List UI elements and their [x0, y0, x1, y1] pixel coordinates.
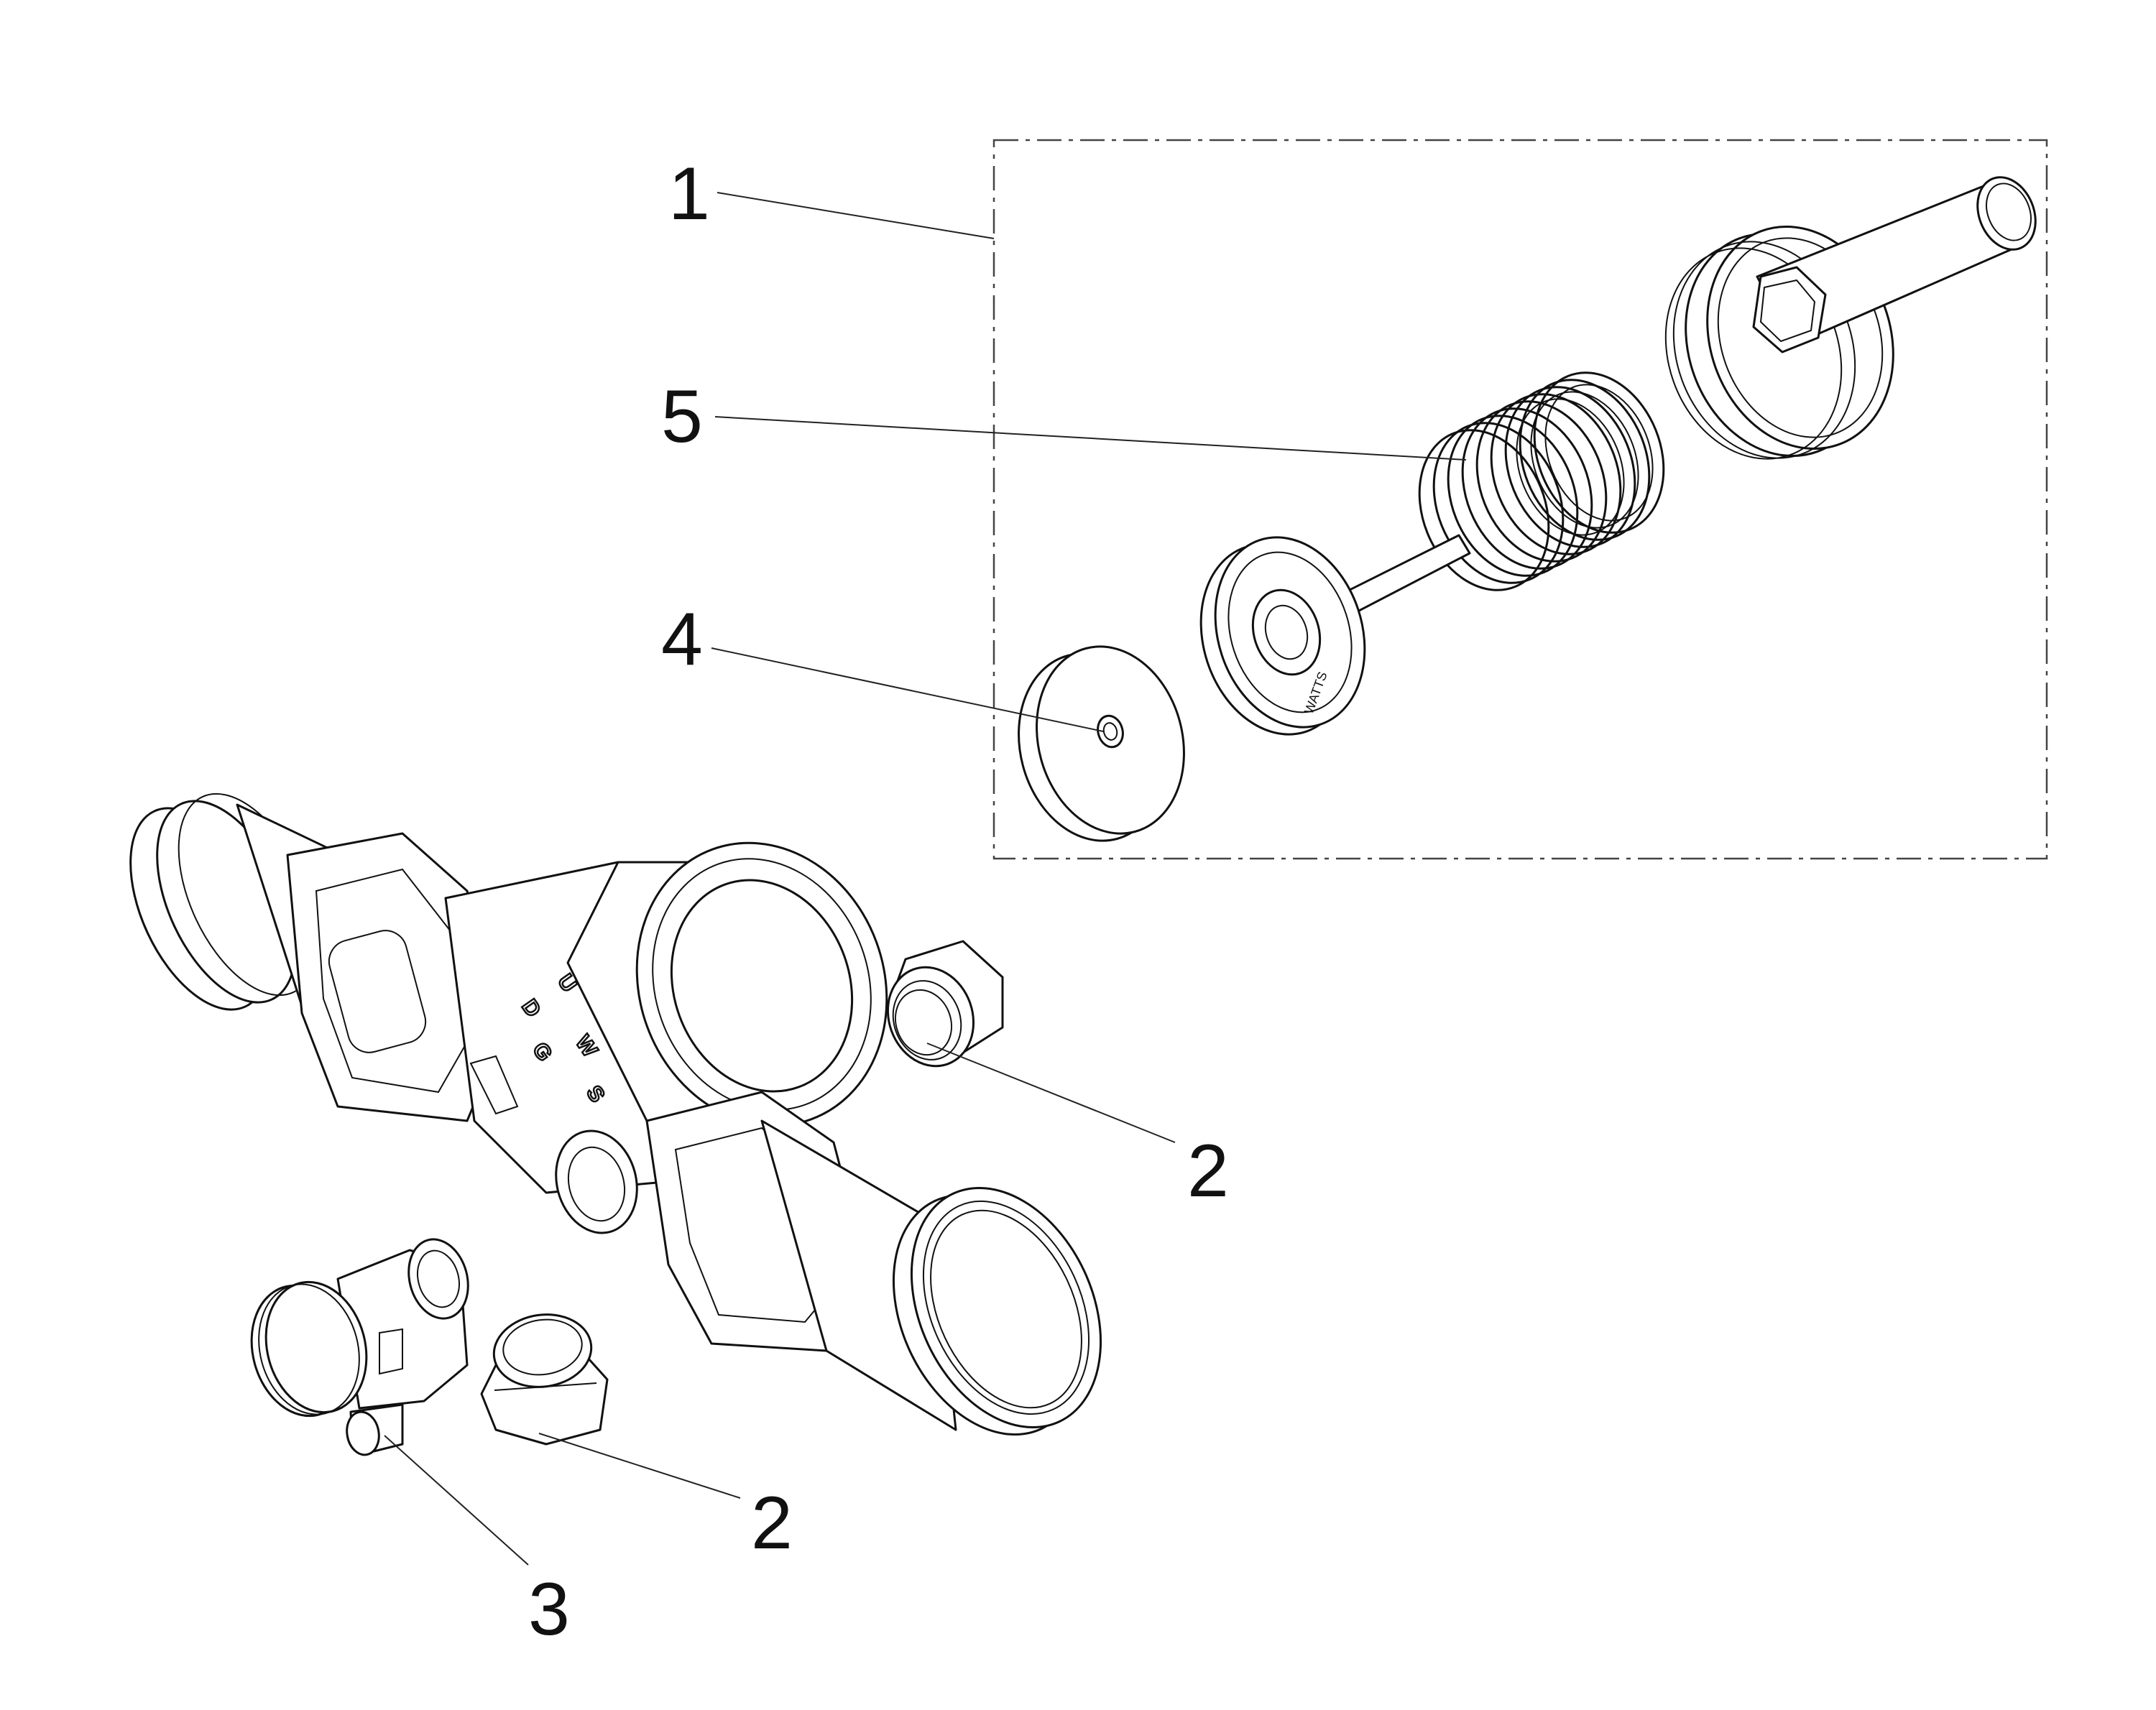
drain-valve	[250, 1238, 469, 1456]
callout-2-lower: 2	[751, 1482, 793, 1565]
leader-2a	[926, 1043, 1176, 1143]
callout-4: 4	[661, 598, 703, 681]
callout-5: 5	[661, 375, 703, 458]
leader-5	[714, 416, 1467, 461]
valve-body: D U G W S	[129, 792, 1102, 1436]
callout-1: 1	[668, 152, 710, 236]
upper-plug-with-tube	[1664, 176, 2037, 460]
plug-upper	[886, 940, 1004, 1068]
callout-2-upper: 2	[1187, 1129, 1229, 1213]
callout-3: 3	[528, 1568, 570, 1651]
leader-2b	[538, 1433, 741, 1499]
washer	[1018, 645, 1185, 842]
kit-frame	[992, 139, 2048, 860]
plug-lower	[480, 1313, 609, 1446]
leader-3	[384, 1435, 529, 1566]
leader-1	[717, 192, 995, 239]
valve-disc: WATTS	[1199, 536, 1366, 736]
leader-4	[711, 647, 1104, 732]
